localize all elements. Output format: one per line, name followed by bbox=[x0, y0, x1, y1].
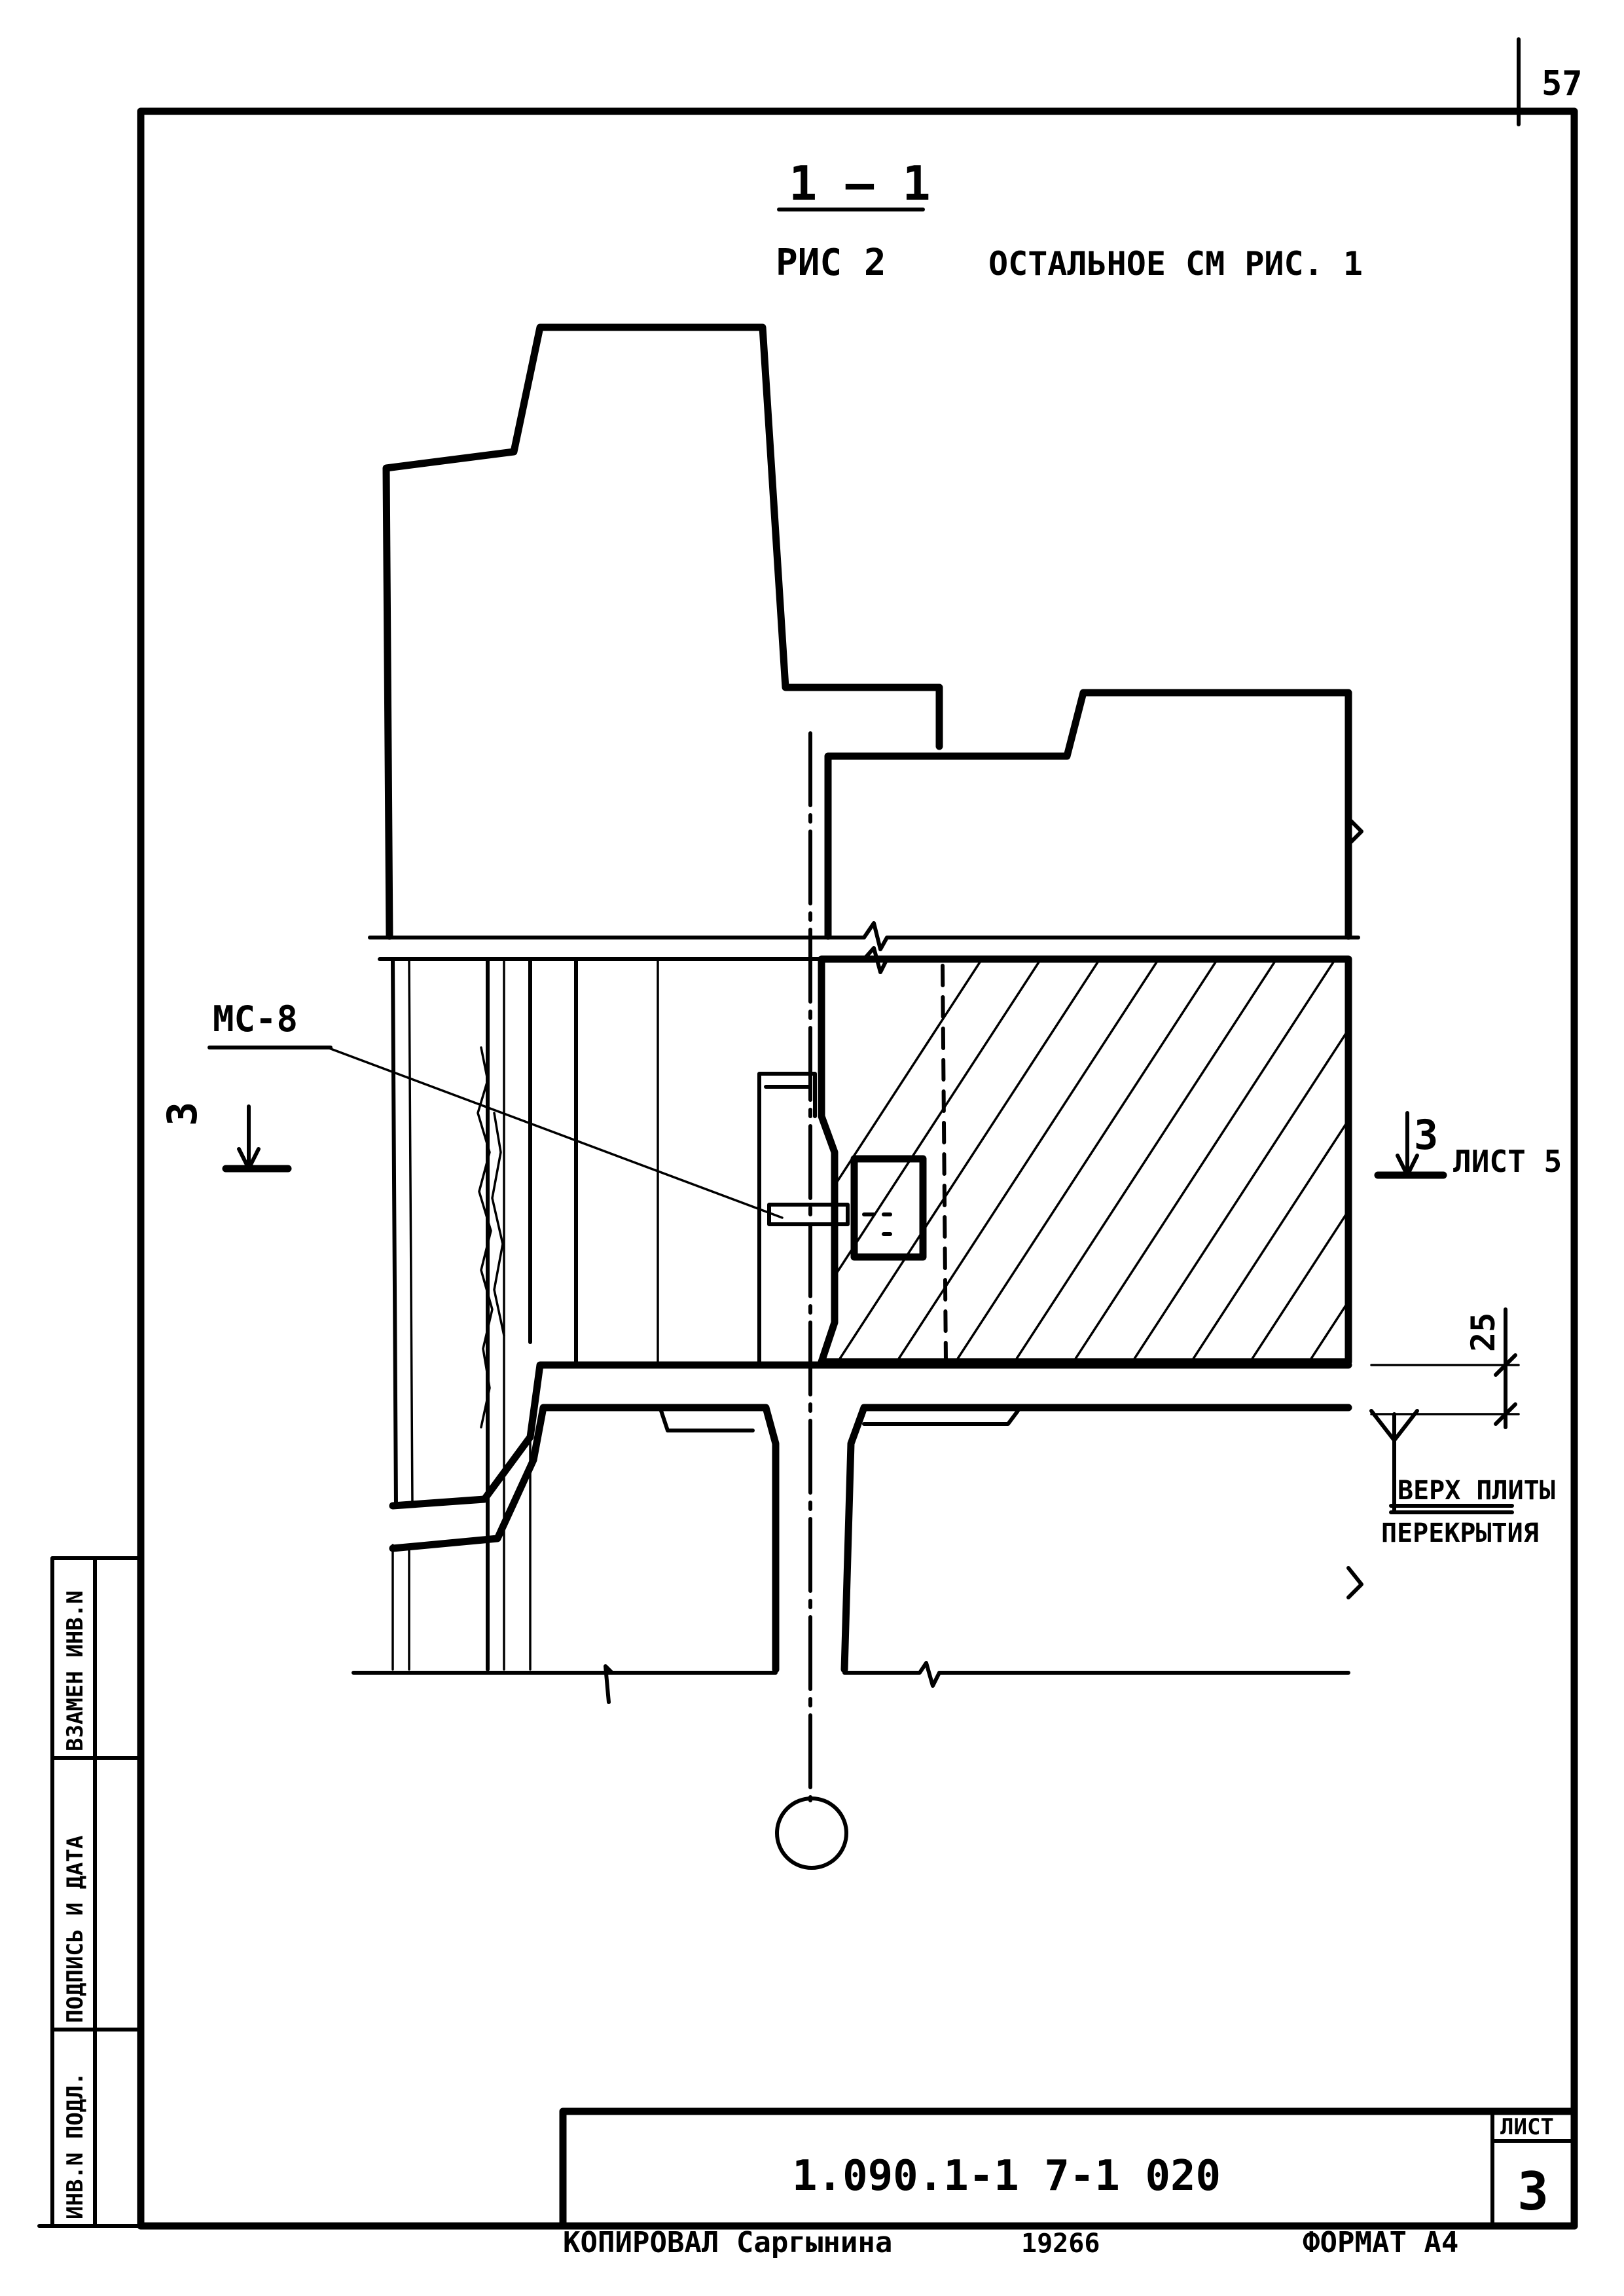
upper-block-right bbox=[824, 689, 1352, 940]
break-line-bottom bbox=[352, 1661, 1350, 1704]
section-mark-right-number: 3 bbox=[1414, 1111, 1438, 1159]
floor-slab-bottom bbox=[389, 1404, 780, 1673]
upper-block-left bbox=[382, 323, 943, 940]
stamp-cell-replaces: ВЗАМЕН ИНВ.N bbox=[62, 1590, 88, 1751]
hidden-line bbox=[941, 964, 948, 1364]
stamp-cell-inv-no: ИНВ.N ПОДЛ. bbox=[62, 2072, 88, 2219]
level-note-line1: ВЕРХ ПЛИТЫ bbox=[1398, 1476, 1555, 1506]
break-line-upper bbox=[368, 921, 1360, 951]
side-stamp: ИНВ.N ПОДЛ. ПОДПИСЬ И ДАТА ВЗАМЕН ИНВ.N bbox=[50, 1556, 143, 2228]
section-mark-left: 3 bbox=[158, 1102, 292, 1173]
footer-format: ФОРМАТ А4 bbox=[1303, 2226, 1458, 2259]
embedded-element bbox=[757, 1072, 927, 1364]
dimension-25: 25 bbox=[1370, 1307, 1520, 1429]
footer-copied-by: КОПИРОВАЛ Саргынина bbox=[563, 2226, 892, 2259]
break-mark-mid-right bbox=[1346, 1566, 1363, 1599]
level-mark: ВЕРХ ПЛИТЫ ПЕРЕКРЫТИЯ bbox=[1369, 1409, 1555, 1548]
footer-order-no: 19266 bbox=[1021, 2229, 1100, 2259]
section-title: 1 — 1 bbox=[789, 156, 931, 211]
document-code: 1.090.1-1 7-1 020 bbox=[792, 2152, 1221, 2200]
title-block: 1.090.1-1 7-1 020 ЛИСТ 3 bbox=[559, 2107, 1578, 2230]
rib-detail bbox=[659, 1409, 1020, 1432]
concrete-outline bbox=[818, 955, 1352, 1366]
break-mark-top-right bbox=[1346, 816, 1363, 847]
figure-label: РИС 2 bbox=[776, 242, 886, 284]
sheet-label: ЛИСТ bbox=[1500, 2114, 1554, 2140]
slab-step-right bbox=[840, 1404, 1352, 1673]
concrete-hatch bbox=[821, 959, 1348, 1362]
callout-label: МС-8 bbox=[213, 998, 298, 1040]
wall-panel bbox=[391, 957, 659, 1671]
sheet-number: 3 bbox=[1517, 2161, 1549, 2222]
section-mark-left-number: 3 bbox=[158, 1102, 206, 1126]
section-mark-right: 3 ЛИСТ 5 bbox=[1374, 1111, 1562, 1179]
dimension-value: 25 bbox=[1464, 1313, 1502, 1352]
figure-note: ОСТАЛЬНОЕ СМ РИС. 1 bbox=[988, 245, 1363, 283]
level-note-line2: ПЕРЕКРЫТИЯ bbox=[1381, 1518, 1539, 1548]
axis-marker bbox=[775, 1796, 848, 1870]
section-mark-right-ref: ЛИСТ 5 bbox=[1453, 1144, 1562, 1179]
stamp-cell-signature-date: ПОДПИСЬ И ДАТА bbox=[62, 1835, 88, 2023]
page-number: 57 bbox=[1542, 64, 1583, 103]
